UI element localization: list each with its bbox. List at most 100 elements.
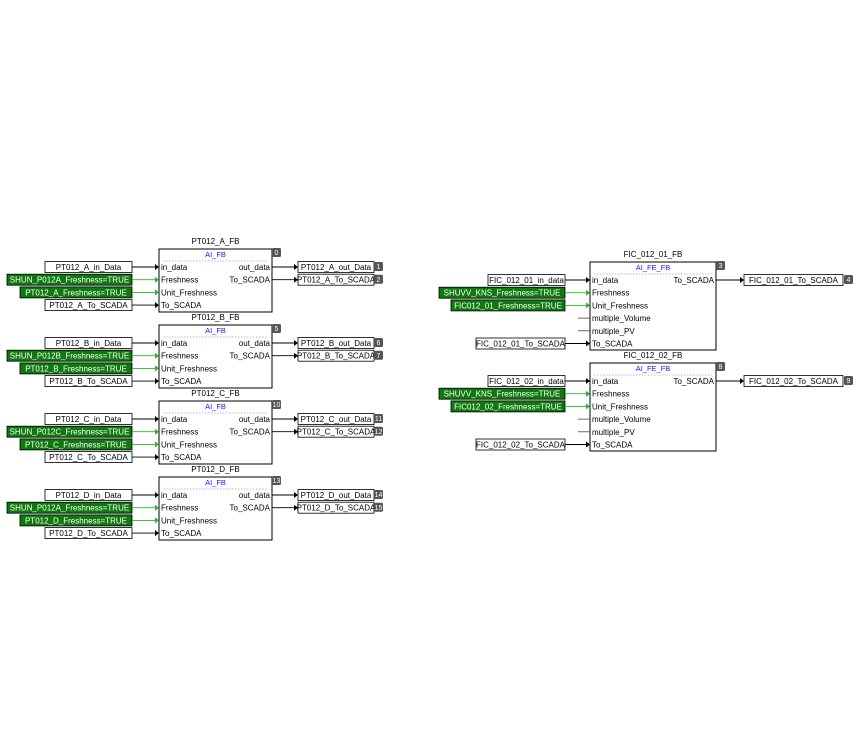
output-pin-to-scada: To_SCADA xyxy=(230,504,271,513)
connection-arrow-icon xyxy=(155,416,159,422)
input-pin-in-data: in_data xyxy=(161,491,188,500)
instance-number-badge: 15 xyxy=(374,502,383,512)
input-pin-freshness: Freshness xyxy=(161,276,198,285)
input-variable[interactable]: FIC_012_02_in_data xyxy=(487,375,590,387)
input-variable-label: PT012_B_Freshness=TRUE xyxy=(25,364,127,373)
instance-number-badge: 14 xyxy=(374,490,383,499)
connection-arrow-icon xyxy=(155,504,159,511)
input-variable[interactable]: SHUN_P012A_Freshness=TRUE xyxy=(6,273,159,286)
input-pin-unit-freshness: Unit_Freshness xyxy=(161,516,217,525)
input-pin-in-data: in_data xyxy=(592,276,619,285)
block-instance-name: PT012_C_FB xyxy=(191,389,239,398)
output-variable-box[interactable] xyxy=(743,274,844,286)
input-variable[interactable]: SHUN_P012B_Freshness=TRUE xyxy=(6,349,159,362)
instance-number-badge: 12 xyxy=(374,426,383,436)
input-variable[interactable]: PT012_A_in_Data xyxy=(44,261,159,273)
input-variable[interactable]: PT012_A_Freshness=TRUE xyxy=(19,286,159,299)
input-pin-to-scada: To_SCADA xyxy=(161,377,202,386)
badge-background xyxy=(272,248,281,257)
input-variable[interactable]: SHUVV_KNS_Freshness=TRUE xyxy=(438,387,590,400)
badge-background xyxy=(374,414,383,423)
connection-arrow-icon xyxy=(294,492,298,498)
instance-number-badge: 5 xyxy=(272,324,281,333)
badge-number: 14 xyxy=(375,492,383,499)
input-variable[interactable]: FIC_012_01_To_SCADA xyxy=(475,337,590,350)
badge-number: 10 xyxy=(273,402,281,409)
block-body[interactable] xyxy=(158,248,273,313)
connection-arrow-icon xyxy=(155,378,159,385)
input-variable-label: PT012_B_To_SCADA xyxy=(49,377,128,386)
badge-background xyxy=(374,350,383,360)
output-variable-box[interactable] xyxy=(743,375,844,387)
connection-arrow-icon xyxy=(586,378,590,384)
input-variable[interactable]: PT012_D_in_Data xyxy=(44,489,159,501)
block-type-label: AI_FB xyxy=(205,402,226,411)
input-variable[interactable]: SHUN_P012A_Freshness=TRUE xyxy=(6,501,159,514)
input-variable[interactable]: SHUVV_KNS_Freshness=TRUE xyxy=(438,286,590,299)
input-variable[interactable]: FIC_012_01_in_data xyxy=(487,274,590,286)
input-variable-label: FIC012_02_Freshness=TRUE xyxy=(454,402,562,411)
block-type-label: AI_FB xyxy=(205,250,226,259)
input-pin-freshness: Freshness xyxy=(161,352,198,361)
block-body[interactable] xyxy=(158,324,273,389)
connection-arrow-icon xyxy=(586,441,590,448)
input-variable[interactable]: SHUN_P012C_Freshness=TRUE xyxy=(6,425,159,438)
input-variable[interactable]: PT012_B_To_SCADA xyxy=(44,375,159,388)
input-pin-unit-freshness: Unit_Freshness xyxy=(592,402,648,411)
block-body[interactable] xyxy=(158,400,273,465)
block-instance-name: PT012_B_FB xyxy=(191,313,239,322)
input-variable[interactable]: PT012_B_Freshness=TRUE xyxy=(19,362,159,375)
output-variable-label: PT012_A_out_Data xyxy=(301,263,372,272)
badge-background xyxy=(374,490,383,499)
input-variable-label: SHUN_P012A_Freshness=TRUE xyxy=(10,504,129,513)
block-instance-name: FIC_012_02_FB xyxy=(624,351,683,360)
input-variable[interactable]: PT012_C_in_Data xyxy=(44,413,159,425)
input-pin-in-data: in_data xyxy=(161,263,188,272)
input-pin-unit-freshness: Unit_Freshness xyxy=(161,288,217,297)
input-variable[interactable]: PT012_A_To_SCADA xyxy=(44,299,159,312)
connection-arrow-icon xyxy=(155,454,159,461)
badge-number: 4 xyxy=(847,277,851,284)
input-pin-unit-freshness: Unit_Freshness xyxy=(161,440,217,449)
output-pin-to-scada: To_SCADA xyxy=(674,276,715,285)
instance-number-badge: 2 xyxy=(374,274,383,284)
input-variable[interactable]: PT012_C_Freshness=TRUE xyxy=(19,438,159,451)
input-variable-label: FIC012_01_Freshness=TRUE xyxy=(454,301,562,310)
connection-arrow-icon xyxy=(586,289,590,296)
connection-arrow-icon xyxy=(740,277,744,283)
instance-number-badge: 4 xyxy=(844,275,853,284)
block-body[interactable] xyxy=(589,261,717,351)
block-type-label: AI_FB xyxy=(205,478,226,487)
block-body[interactable] xyxy=(158,476,273,541)
input-variable[interactable]: PT012_D_Freshness=TRUE xyxy=(19,514,159,527)
input-variable[interactable]: PT012_B_in_Data xyxy=(44,337,159,349)
input-variable[interactable]: PT012_D_To_SCADA xyxy=(44,527,159,539)
block-body[interactable] xyxy=(589,362,717,452)
instance-number-badge: 10 xyxy=(272,400,281,409)
output-pin-to-scada: To_SCADA xyxy=(230,276,271,285)
badge-background xyxy=(374,502,383,512)
input-variable[interactable]: FIC_012_02_To_SCADA xyxy=(475,438,590,451)
input-variable[interactable]: FIC012_01_Freshness=TRUE xyxy=(450,299,590,312)
input-variable[interactable]: FIC012_02_Freshness=TRUE xyxy=(450,400,590,413)
input-variable[interactable]: PT012_C_To_SCADA xyxy=(44,451,159,464)
block-type-label: AI_FE_FB xyxy=(636,364,671,373)
badge-number: 8 xyxy=(719,364,723,371)
